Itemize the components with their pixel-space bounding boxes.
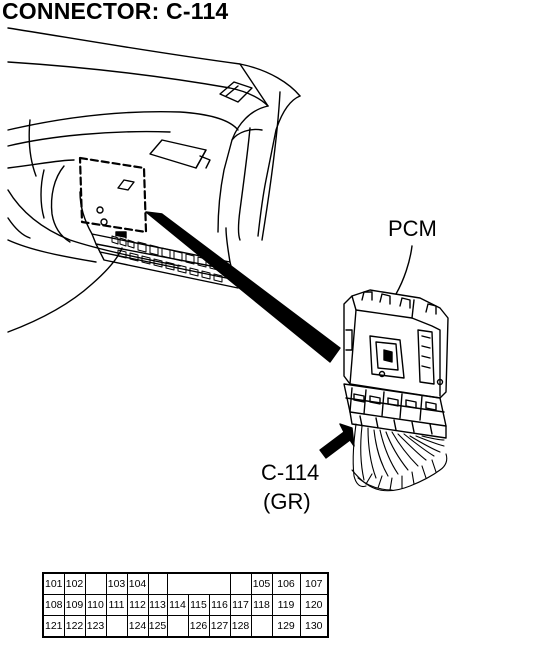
pin-cell: 103 — [105, 572, 128, 595]
empty-pin-cell — [250, 615, 273, 638]
pcm-leader-line — [395, 245, 413, 295]
pin-cell: 128 — [229, 615, 252, 638]
pin-cell: 130 — [299, 615, 329, 638]
pin-cell: 111 — [105, 594, 128, 616]
empty-pin-cell — [147, 572, 168, 595]
vent-shape — [219, 81, 253, 103]
pin-cell: 120 — [299, 594, 329, 616]
pin-cell: 118 — [250, 594, 273, 616]
pin-cell: 117 — [229, 594, 252, 616]
pin-cell: 102 — [63, 572, 86, 595]
pin-cell: 115 — [187, 594, 210, 616]
pin-cell: 107 — [299, 572, 329, 595]
pin-cell: 129 — [271, 615, 301, 638]
pin-cell: 105 — [250, 572, 273, 595]
pin-cell: 106 — [271, 572, 301, 595]
pin-cell: 123 — [84, 615, 107, 638]
pin-cell: 126 — [187, 615, 210, 638]
callout-wedge — [145, 211, 341, 363]
wire-harness — [351, 423, 448, 492]
pin-cell: 114 — [166, 594, 189, 616]
pcm-label: PCM — [388, 216, 437, 241]
pin-cell: 119 — [271, 594, 301, 616]
page-title: CONNECTOR: C-114 — [2, 0, 229, 24]
empty-pin-cell — [166, 615, 189, 638]
arrow-icon — [319, 423, 355, 459]
pin-cell: 113 — [147, 594, 168, 616]
instrument-panel-outline — [7, 27, 301, 333]
pin-cell: 101 — [42, 572, 65, 595]
pcm-location-highlight — [78, 156, 148, 234]
pin-cell: 104 — [126, 572, 149, 595]
empty-pin-cell — [84, 572, 107, 595]
pin-cell: 108 — [42, 594, 65, 616]
connector-color-label: (GR) — [263, 489, 311, 514]
bracket-tab — [117, 179, 135, 191]
pin-cell: 124 — [126, 615, 149, 638]
pin-cell: 110 — [84, 594, 107, 616]
pcm-unit — [343, 289, 449, 439]
empty-pin-cell — [105, 615, 128, 638]
empty-pin-cell — [166, 572, 231, 595]
pin-cell: 112 — [126, 594, 149, 616]
pin-cell: 125 — [147, 615, 168, 638]
panel-opening — [149, 139, 211, 169]
pin-cell: 116 — [208, 594, 231, 616]
pin-cell: 121 — [42, 615, 65, 638]
pin-cell: 122 — [63, 615, 86, 638]
pin-cell: 127 — [208, 615, 231, 638]
pin-cell: 109 — [63, 594, 86, 616]
empty-pin-cell — [229, 572, 252, 595]
connector-id-label: C-114 — [261, 460, 320, 485]
